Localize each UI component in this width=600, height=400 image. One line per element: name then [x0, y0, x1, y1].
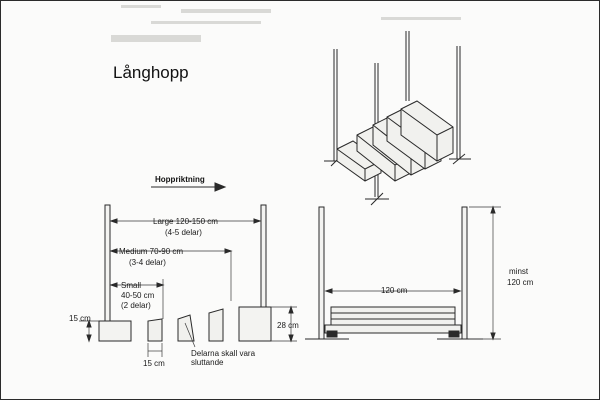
min-value-label: 120 cm	[507, 278, 534, 287]
small-size-label: 40-50 cm	[121, 291, 155, 300]
small-parts-label: (2 delar)	[121, 301, 151, 310]
side-view	[79, 204, 297, 357]
large-label: Large 120-150 cm	[153, 217, 218, 226]
height-28-label: 28 cm	[277, 321, 299, 330]
direction-label: Hoppriktning	[155, 175, 205, 184]
sloped-note-line-2: sluttande	[191, 358, 224, 367]
sloped-note-line-1: Delarna skall vara	[191, 349, 256, 358]
small-label: Small	[121, 281, 142, 290]
height-15-label: 15 cm	[69, 314, 91, 323]
medium-parts-label: (3-4 delar)	[129, 258, 166, 267]
direction-arrow	[151, 182, 227, 192]
front-view	[305, 205, 501, 341]
large-parts-label: (4-5 delar)	[165, 228, 202, 237]
width-15-label: 15 cm	[143, 359, 165, 368]
page-title: Långhopp	[113, 63, 189, 82]
iso-boards	[336, 100, 454, 182]
front-width-label: 120 cm	[381, 286, 408, 295]
medium-label: Medium 70-90 cm	[119, 247, 184, 256]
isometric-view	[324, 31, 471, 206]
min-label: minst	[509, 267, 529, 276]
faint-scan-marks	[111, 5, 461, 42]
